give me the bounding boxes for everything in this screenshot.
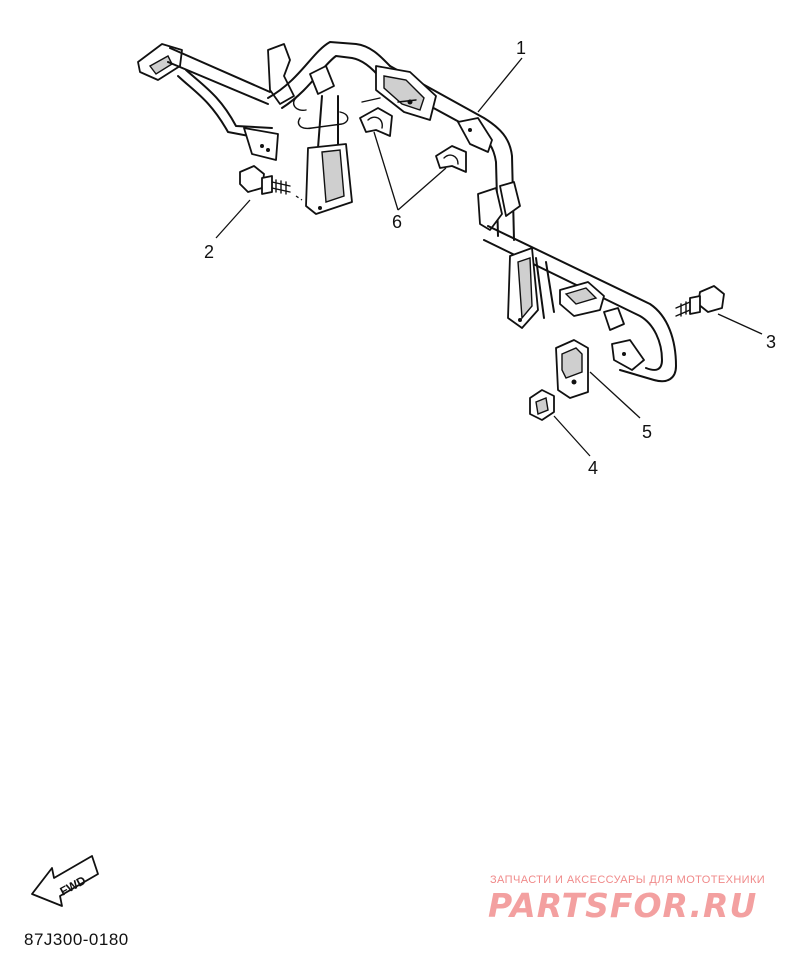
watermark-tagline: ЗАПЧАСТИ И АКСЕССУАРЫ ДЛЯ МОТОТЕХНИКИ [490, 874, 766, 886]
fwd-arrow-icon: FWD [31, 855, 99, 907]
bolt-part-2 [215, 165, 303, 239]
clamp-part-6 [359, 97, 467, 173]
leader-part-1 [477, 57, 523, 113]
stay-part-5 [555, 339, 641, 419]
leader-part-6 [373, 131, 447, 211]
bolt-part-3 [675, 285, 763, 335]
callout-2: 2 [204, 242, 214, 262]
watermark-brand: PARTSFOR.RU [488, 886, 758, 925]
callout-4: 4 [588, 458, 598, 478]
nut-part-4 [529, 389, 591, 457]
callout-1: 1 [516, 38, 526, 58]
callout-6: 6 [392, 212, 402, 232]
diagram-code: 87J300-0180 [24, 930, 129, 949]
callout-3: 3 [766, 332, 776, 352]
frame-bracket-part-1 [137, 41, 677, 383]
callout-5: 5 [642, 422, 652, 442]
